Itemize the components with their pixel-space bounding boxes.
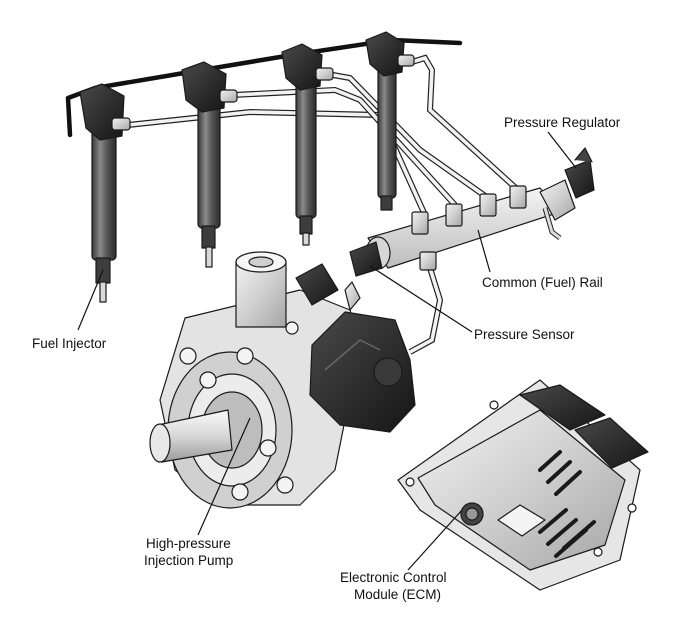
pressure-sensor bbox=[349, 241, 383, 277]
label-pump-line1: High-pressure bbox=[146, 536, 231, 551]
label-ecm-line2: Module (ECM) bbox=[354, 587, 441, 602]
label-common-rail: Common (Fuel) Rail bbox=[482, 275, 603, 290]
label-fuel-injector: Fuel Injector bbox=[32, 336, 107, 351]
electronic-control-module bbox=[397, 379, 649, 591]
ecm-mounting-holes bbox=[405, 400, 637, 557]
ecm-cooling-fins bbox=[538, 450, 596, 558]
pump-bolts bbox=[179, 321, 299, 501]
label-pressure-regulator: Pressure Regulator bbox=[504, 115, 621, 130]
fuel-injector-3 bbox=[281, 43, 334, 246]
common-rail bbox=[365, 185, 562, 271]
high-pressure-injection-pump bbox=[149, 251, 416, 509]
label-ecm-line1: Electronic Control bbox=[340, 570, 447, 585]
pressure-regulator bbox=[539, 147, 595, 221]
fuel-injector-2 bbox=[181, 61, 238, 268]
label-pump-line2: Injection Pump bbox=[144, 553, 233, 568]
fuel-injector-4 bbox=[365, 31, 415, 211]
fuel-injector-1 bbox=[79, 83, 131, 303]
label-pressure-sensor: Pressure Sensor bbox=[474, 327, 575, 342]
leader-lines bbox=[77, 131, 577, 571]
